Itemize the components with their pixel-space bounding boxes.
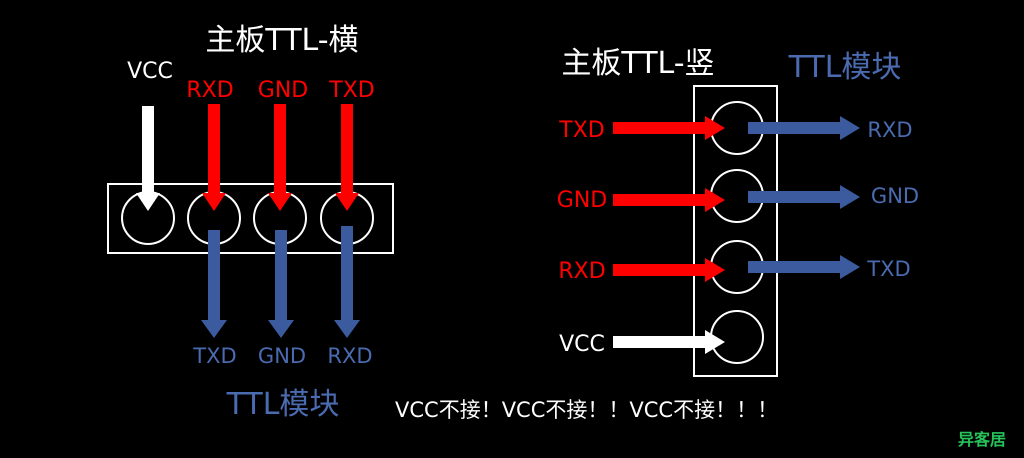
horizontal-module-label-gnd: GND — [258, 344, 306, 368]
horizontal-connector-outline — [107, 183, 394, 254]
horizontal-title: 主板TTL-横 — [205, 23, 358, 58]
vertical-module-label-rxd: RXD — [867, 118, 912, 142]
vertical-section: 主板TTL-竖 TTL模块 TXD GND RXD VCC RXD GND TX… — [557, 46, 919, 377]
vcc-down-arrow-icon — [136, 106, 160, 211]
horizontal-pin-label-vcc: VCC — [127, 59, 173, 84]
horizontal-module-title: TTL模块 — [226, 387, 340, 422]
horizontal-pin-label-rxd: RXD — [186, 78, 233, 103]
horizontal-module-label-rxd: RXD — [327, 344, 372, 368]
module-rxd-right-arrow-icon — [748, 116, 860, 140]
txd-down-arrow-icon — [335, 104, 359, 211]
vertical-connector-outline — [693, 85, 778, 377]
gnd-right-arrow-icon — [613, 188, 725, 212]
horizontal-module-label-txd: TXD — [192, 344, 236, 368]
vertical-pin-label-gnd: GND — [557, 188, 607, 213]
horizontal-pin-label-txd: TXD — [328, 78, 374, 103]
horizontal-section: 主板TTL-横 VCC RXD GND TXD TXD GND RXD TTL模… — [107, 23, 394, 422]
module-gnd-right-arrow-icon — [748, 185, 860, 209]
module-txd-down-arrow-icon — [201, 230, 227, 338]
module-rxd-down-arrow-icon — [334, 226, 360, 338]
gnd-down-arrow-icon — [268, 104, 292, 211]
vcc-right-arrow-icon — [613, 330, 725, 354]
vcc-warning-text: VCC不接！VCC不接！！VCC不接！！！ — [395, 398, 778, 422]
vertical-pin-label-rxd: RXD — [558, 259, 605, 284]
module-gnd-down-arrow-icon — [268, 230, 294, 338]
vertical-module-title: TTL模块 — [788, 50, 902, 85]
vertical-module-label-txd: TXD — [866, 257, 910, 281]
vertical-title: 主板TTL-竖 — [561, 46, 714, 81]
watermark-logo: 异客居 — [958, 430, 1006, 449]
vertical-module-label-gnd: GND — [871, 184, 919, 208]
module-txd-right-arrow-icon — [748, 255, 860, 279]
vertical-pin-label-vcc: VCC — [559, 332, 605, 357]
horizontal-pin-label-gnd: GND — [258, 78, 308, 103]
vertical-pin-label-txd: TXD — [558, 118, 604, 143]
rxd-right-arrow-icon — [613, 258, 725, 282]
rxd-down-arrow-icon — [202, 104, 226, 211]
txd-right-arrow-icon — [613, 116, 725, 140]
